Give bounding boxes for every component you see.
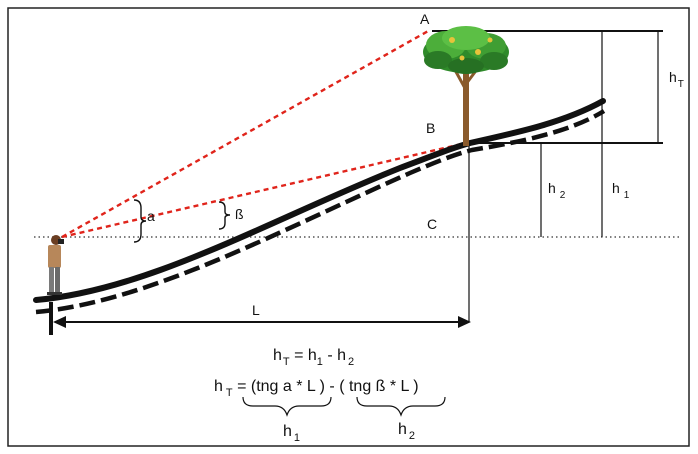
point-B-label: B	[426, 120, 435, 136]
underbrace-term-2	[356, 396, 446, 417]
point-C-label: C	[427, 216, 437, 232]
ground-slope	[33, 98, 606, 303]
ground-slope-dashed	[35, 109, 606, 315]
formula-term-2: ( tng ß * L )	[339, 378, 418, 395]
observer-person-icon	[47, 235, 64, 295]
sightline-to-B	[61, 141, 467, 239]
hT-label: hT	[669, 69, 684, 90]
formula-term-1: (tng a * L )	[251, 378, 325, 395]
sightline-to-A	[61, 28, 431, 239]
underbrace-term-1	[242, 396, 332, 417]
distance-L-arrow	[53, 316, 471, 328]
angle-beta-brace	[218, 201, 231, 230]
angle-alpha-label: a	[147, 208, 155, 224]
point-A-label: A	[420, 11, 430, 27]
angle-alpha-brace	[133, 199, 147, 243]
tree-icon	[423, 26, 509, 146]
distance-L-label: L	[252, 302, 260, 318]
diagram-frame	[7, 7, 690, 447]
angle-beta-label: ß	[235, 206, 244, 222]
